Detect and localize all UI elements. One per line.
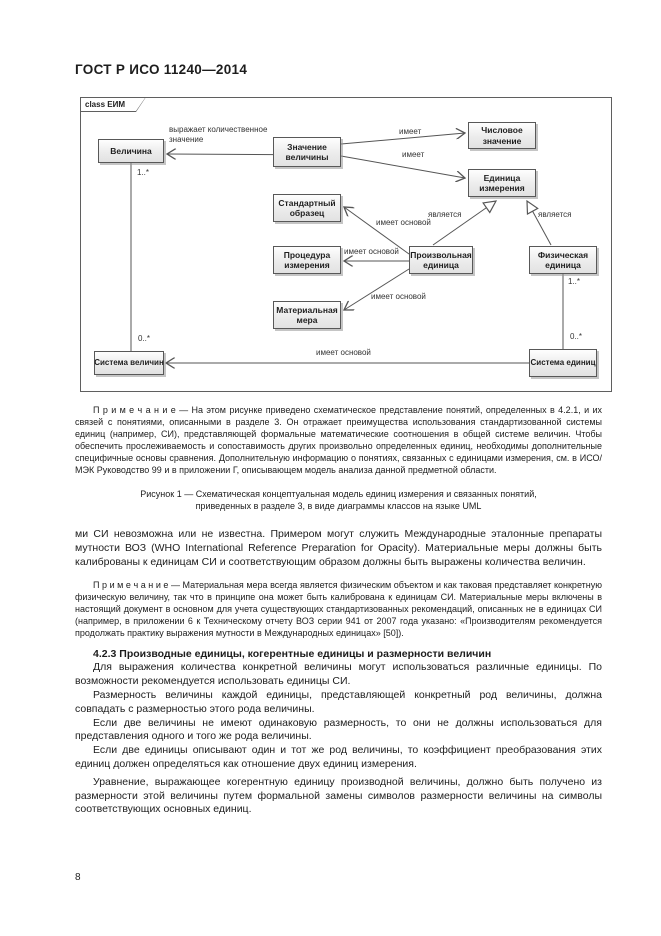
assoc-label-imeet-osnovoy-4: имеет основой — [316, 348, 371, 357]
assoc-label-imeet-2: имеет — [402, 150, 425, 159]
class-label: Материальная мера — [276, 304, 338, 325]
gen-label-yavlyaetsya-1: является — [428, 210, 462, 219]
class-label: Единица измерения — [479, 172, 525, 193]
class-box-chislovoe-znachenie: Числовое значение — [468, 122, 536, 149]
class-label: Система величин — [94, 358, 164, 368]
class-box-velichina: Величина — [98, 139, 164, 163]
assoc-label-imeet-1: имеет — [399, 127, 422, 136]
class-label: Стандартный образец — [278, 197, 336, 218]
paragraph-conversion-factor: Если две единицы описывают один и тот же… — [75, 744, 602, 770]
class-box-fizicheskaya-edinitsa: Физическая единица — [529, 246, 597, 274]
paragraph-different-dimension: Если две величины не имеют одинаковую ра… — [75, 716, 602, 743]
class-box-sistema-edinits: Система единиц — [529, 349, 597, 377]
frame-tab-label: class ЕИМ — [81, 98, 145, 111]
multiplicity-velichina: 1..* — [137, 168, 150, 177]
assoc-label-imeet-osnovoy-1: имеет основой — [376, 218, 431, 227]
multiplicity-sistema-velichin: 0..* — [138, 334, 151, 343]
class-box-protsedura-izmereniya: Процедура измерения — [273, 246, 341, 274]
class-label: Произвольная единица — [410, 249, 472, 270]
figure-caption: Рисунок 1 — Схематическая концептуальная… — [140, 489, 537, 511]
figure-note: П р и м е ч а н и е — На этом рисунке пр… — [75, 405, 602, 475]
class-box-materialnaya-mera: Материальная мера — [273, 301, 341, 329]
class-label: Значение величины — [285, 141, 329, 162]
paragraph-continuation: ми СИ невозможна или не известна. Пример… — [75, 528, 602, 568]
class-box-znachenie-velichiny: Значение величины — [273, 137, 341, 167]
assoc-label-vyrazhaet: выражает количественное значение — [169, 125, 268, 144]
class-box-proizvolnaya-edinitsa: Произвольная единица — [409, 246, 473, 274]
paragraph-coherent-unit: Уравнение, выражающее когерентную единиц… — [75, 775, 602, 816]
class-box-standartny-obrazets: Стандартный образец — [273, 194, 341, 222]
frame-tab: class ЕИМ — [80, 97, 146, 112]
document-header: ГОСТ Р ИСО 11240—2014 — [75, 62, 248, 77]
class-label: Числовое значение — [481, 125, 523, 146]
paragraph-units-si: Для выражения количества конкретной вели… — [75, 661, 602, 688]
material-measure-note: П р и м е ч а н и е — Материальная мера … — [75, 580, 602, 639]
class-label: Процедура измерения — [283, 249, 331, 270]
class-label: Величина — [110, 145, 152, 156]
text-body: П р и м е ч а н и е — На этом рисунке пр… — [75, 404, 602, 817]
uml-diagram-frame: class ЕИМ Величина Значение величины Чис… — [80, 97, 612, 392]
paragraph-dimension-match: Размерность величины каждой единицы, пре… — [75, 688, 602, 715]
assoc-label-imeet-osnovoy-2: имеет основой — [344, 247, 399, 256]
section-heading-4-2-3: 4.2.3 Производные единицы, когерентные е… — [93, 648, 492, 661]
class-label: Физическая единица — [537, 249, 589, 270]
multiplicity-fizicheskaya: 1..* — [568, 277, 581, 286]
gen-label-yavlyaetsya-2: является — [538, 210, 572, 219]
class-label: Система единиц — [530, 358, 596, 368]
assoc-label-imeet-osnovoy-3: имеет основой — [371, 292, 426, 301]
class-box-sistema-velichin: Система величин — [94, 351, 164, 375]
class-box-edinitsa-izmereniya: Единица измерения — [468, 169, 536, 197]
page-number: 8 — [75, 872, 81, 883]
uml-connectors — [130, 98, 564, 391]
multiplicity-sistema-edinits: 0..* — [570, 332, 583, 341]
